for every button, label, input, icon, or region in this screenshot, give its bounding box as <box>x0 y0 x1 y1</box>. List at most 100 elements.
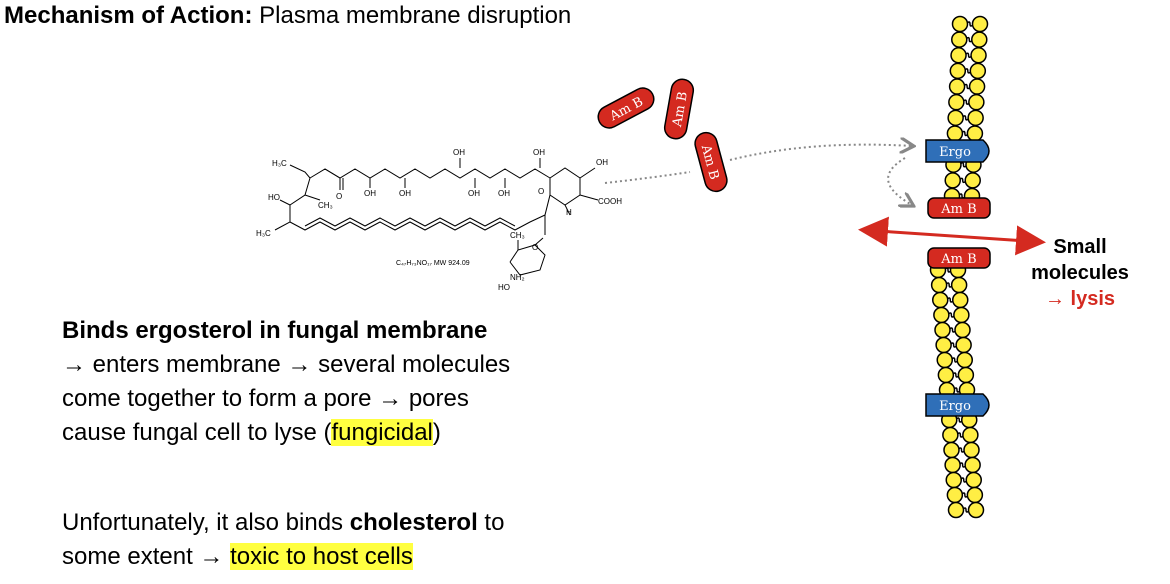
lipid-head <box>943 441 960 459</box>
label-oh-3: OH <box>453 148 465 157</box>
label-o-sugar: O <box>532 243 538 252</box>
lipid-head <box>949 62 967 80</box>
amb-label-membrane-bottom: Am B <box>940 252 976 267</box>
small-molecules-line2: molecules <box>1031 262 1129 284</box>
lipid-head <box>964 456 981 474</box>
lipid-head <box>967 501 985 519</box>
amb-label-2: Am B <box>670 91 691 129</box>
lipid-head <box>935 336 952 354</box>
lipid-head <box>967 109 984 127</box>
small-molecules-label: Small molecules → lysis <box>1016 234 1144 312</box>
lipid-head <box>951 15 969 33</box>
paragraph1-line4-pre: cause fungal cell to lyse ( <box>62 419 332 446</box>
lipid-head <box>948 78 966 95</box>
lipid-head <box>963 441 980 459</box>
cholesterol-bold: cholesterol <box>349 509 478 536</box>
amb-membrane-top: Am B <box>927 197 991 219</box>
label-cooh: COOH <box>598 197 622 206</box>
paragraph1-line2: → enters membrane → several molecules <box>62 351 511 378</box>
lipid-head <box>952 291 969 309</box>
lysis-text: lysis <box>1070 288 1116 310</box>
lipid-head <box>944 172 961 189</box>
amb-capsule-2: Am B <box>663 78 695 140</box>
paragraph-ergosterol: Binds ergosterol in fungal membrane → en… <box>62 314 510 450</box>
lipid-head <box>955 336 972 354</box>
label-oh-7: OH <box>596 158 608 167</box>
paragraph1-line4-post: ) <box>432 419 441 446</box>
label-o-ester: O <box>336 192 342 201</box>
lipid-head <box>934 321 951 339</box>
toxic-highlight: toxic to host cells <box>230 543 413 570</box>
lipid-head <box>947 109 964 127</box>
label-oh-6: OH <box>533 148 545 157</box>
label-nh2: NH₂ <box>510 273 525 282</box>
lipid-head <box>950 47 967 64</box>
lipid-head <box>970 47 987 64</box>
lipid-head <box>954 321 971 339</box>
title-bold: Mechanism of Action: <box>4 2 253 29</box>
paragraph2-line2-pre: some extent → <box>62 543 231 570</box>
paragraph2-line1-pre: Unfortunately, it also binds <box>62 509 350 536</box>
label-ch3-a: CH₃ <box>318 201 333 210</box>
label-h: H <box>566 208 572 217</box>
polyene-chain <box>289 214 546 231</box>
lipid-head <box>953 306 970 324</box>
ergo-top: Ergo <box>925 139 990 163</box>
lipid-head <box>951 31 968 48</box>
label-oh-5: OH <box>498 189 510 198</box>
amphotericin-structure <box>274 158 599 276</box>
lipid-head <box>947 501 965 519</box>
amb-label-membrane-top: Am B <box>940 202 976 217</box>
upper-chain <box>309 168 551 179</box>
ergo-label-bottom: Ergo <box>939 399 971 414</box>
lipid-head <box>950 276 968 294</box>
lipid-head <box>971 15 989 33</box>
pore-double-arrow <box>858 216 1046 256</box>
amb-capsule-1: Am B <box>597 87 655 129</box>
structure-labels: H₃C HO H₃C CH₃ O OH OH OH OH OH OH OH O … <box>256 148 622 292</box>
paragraph1-heading: Binds ergosterol in fungal membrane <box>62 317 488 344</box>
lipid-head <box>965 471 982 489</box>
label-ho-left: HO <box>268 193 280 202</box>
lipid-head <box>948 93 965 111</box>
label-h3c-bottom: H₃C <box>256 229 271 238</box>
lipid-head <box>942 426 959 444</box>
lipid-head <box>945 471 962 489</box>
dotted-arrow-to-ergo <box>729 145 912 161</box>
label-ho-sugar: HO <box>498 283 510 292</box>
paragraph1-line3: come together to form a pore → pores <box>62 385 469 412</box>
label-ch3-b: CH₃ <box>510 231 525 240</box>
paragraph2-line1: Unfortunately, it also binds cholesterol… <box>62 506 504 540</box>
lysis-arrow: → <box>1044 288 1065 310</box>
title-rest: Plasma membrane disruption <box>259 2 572 29</box>
lipid-head <box>933 306 950 324</box>
lipid-head <box>944 456 961 474</box>
lipid-head <box>964 172 981 189</box>
lipid-head <box>969 62 987 80</box>
lipid-head <box>936 351 953 369</box>
lipid-head <box>968 78 986 95</box>
paragraph2-line2: some extent → toxic to host cells <box>62 540 504 574</box>
dotted-arrow-molecule <box>604 171 691 184</box>
ergo-bottom: Ergo <box>925 393 990 417</box>
lipid-head <box>932 291 949 309</box>
slide-title: Mechanism of Action: Plasma membrane dis… <box>4 2 571 30</box>
lipid-head <box>946 125 964 142</box>
amb-membrane-bottom: Am B <box>927 247 991 269</box>
dotted-arrow-to-amb <box>887 157 912 205</box>
paragraph2-line1-post: to <box>477 509 505 536</box>
lipid-head <box>966 125 984 142</box>
molecule-formula: C₄₇H₇₃NO₁₇ MW 924.09 <box>396 260 470 267</box>
label-o-ring: O <box>538 187 544 196</box>
lipid-head <box>937 366 955 384</box>
lipid-head <box>971 31 988 48</box>
lipid-head <box>946 486 964 504</box>
lipid-head <box>968 93 985 111</box>
lipid-head <box>957 366 975 384</box>
paragraph1-line4: cause fungal cell to lyse (fungicidal) <box>62 416 510 450</box>
label-oh-2: OH <box>399 189 411 198</box>
membrane-lower <box>929 261 985 519</box>
label-oh-4: OH <box>468 189 480 198</box>
fungicidal-highlight: fungicidal <box>331 419 433 446</box>
